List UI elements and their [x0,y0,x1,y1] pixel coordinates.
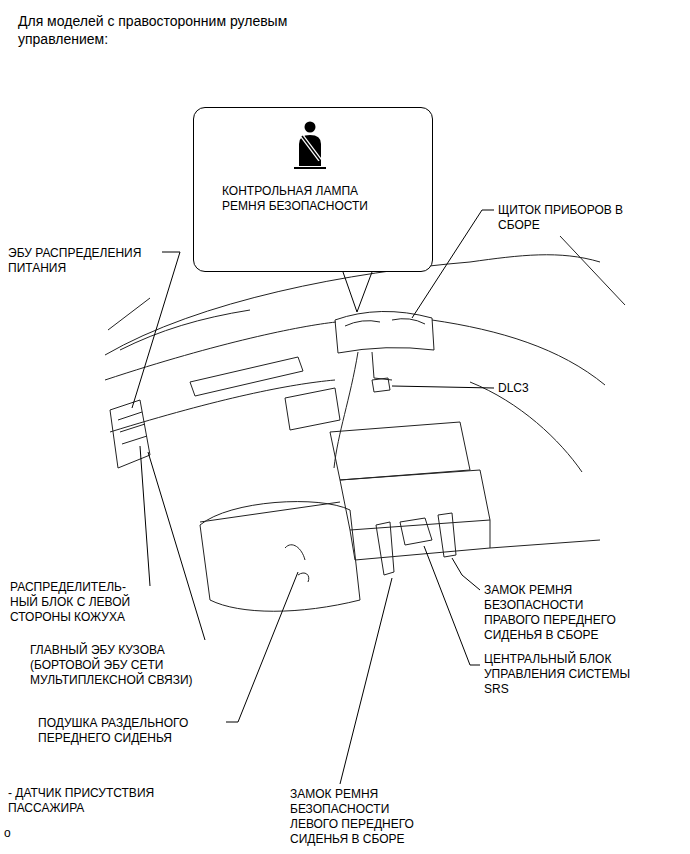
floor-left [200,502,340,522]
steering-column [372,352,392,380]
part-label: ПОДУШКА РАЗДЕЛЬНОГО ПЕРЕДНЕГО СИДЕНЬЯ [38,716,224,746]
part-label: ЗАМОК РЕМНЯ БЕЗОПАСНОСТИ ПРАВОГО ПЕРЕДНЕ… [484,583,636,643]
dash-face-right [432,320,605,385]
passenger-seat [200,502,360,612]
icon-head [305,122,316,133]
icon-belt-gap [302,136,320,160]
callout-tail [343,272,372,312]
wire [334,352,358,468]
cluster-dials [345,319,425,326]
left-buckle [376,522,394,575]
part-label: - ДАТЧИК ПРИСУТСТВИЯ ПАССАЖИРА [8,786,194,816]
leader-line [452,558,480,590]
leader-line [148,452,205,640]
glove-box [190,357,303,396]
dash-lower-right [470,382,582,472]
part-label: РАСПРЕДЕЛИТЕЛЬ- НЫЙ БЛОК С ЛЕВОЙ СТОРОНЫ… [10,580,155,625]
right-buckle [438,513,456,557]
leader-line [132,252,180,408]
instrument-cluster [335,311,434,353]
part-label: DLC3 [498,381,558,396]
diagram-title: Для моделей с правосторонним рулевым упр… [18,12,333,48]
leader-line [392,386,494,388]
part-label: ЭБУ РАСПРЕДЕЛЕНИЯ ПИТАНИЯ [8,246,168,276]
leader-line [340,578,392,784]
part-label: ЩИТОК ПРИБОРОВ В СБОРЕ [498,203,658,233]
leader-line [226,572,298,722]
dash-top-edge [105,262,470,355]
part-label: ЗАМОК РЕМНЯ БЕЗОПАСНОСТИ ЛЕВОГО ПЕРЕДНЕГ… [290,787,435,847]
stray-mark: o [4,826,24,841]
occupant-sensor [285,545,309,582]
center-console [330,422,470,480]
icon-seat [294,167,326,169]
windshield-base [120,310,250,350]
icon-belt [302,136,320,160]
seatbelt-icon [290,120,330,170]
armrest [340,470,490,530]
console-base [350,520,490,560]
air-vent [285,388,340,430]
a-pillar-right [560,236,625,305]
icon-body [299,135,321,166]
part-label: ЦЕНТРАЛЬНЫЙ БЛОК УПРАВЛЕНИЯ СИСТЕМЫ SRS [484,652,652,697]
power-ecu [110,400,150,468]
leader-line [424,546,480,665]
interior-outline [105,236,625,611]
dlc3-connector [372,378,390,392]
srs-ecu [400,518,432,545]
a-pillar-left [108,298,150,330]
floor-right [490,540,600,548]
leader-lines [132,210,494,784]
callout-text: КОНТРОЛЬНАЯ ЛАМПА РЕМНЯ БЕЗОПАСНОСТИ [222,184,402,214]
leader-line [140,446,150,586]
callout-box: КОНТРОЛЬНАЯ ЛАМПА РЕМНЯ БЕЗОПАСНОСТИ [193,107,433,272]
part-label: ГЛАВНЫЙ ЭБУ КУЗОВА (БОРТОВОЙ ЭБУ СЕТИ МУ… [30,643,220,688]
